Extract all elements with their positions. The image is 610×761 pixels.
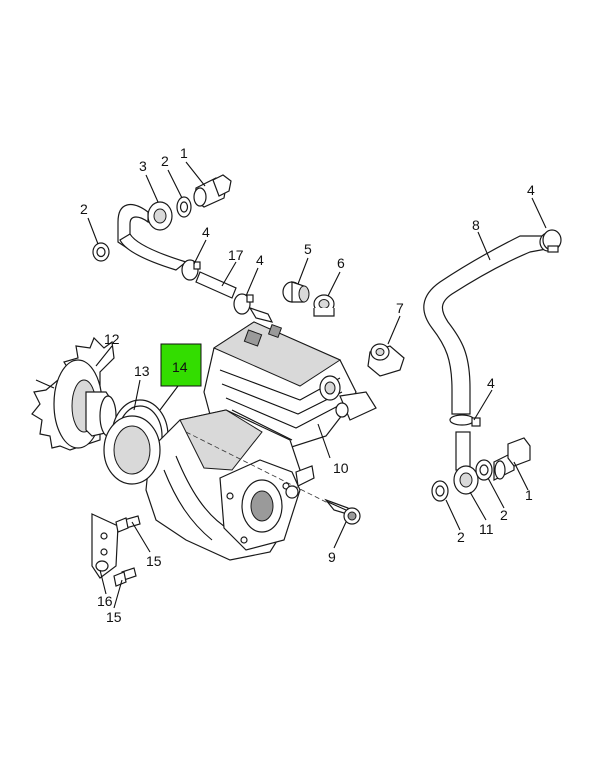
leader-lines [87, 161, 547, 609]
hose-clamp-b [233, 293, 254, 315]
bolt-9 [324, 498, 361, 525]
hose-clamp-a [181, 259, 201, 281]
washer-right-left [431, 480, 449, 502]
banjo-fitting-11 [453, 431, 479, 495]
callout-labels: 1 2 3 2 4 17 4 5 6 4 8 7 12 13 14 4 10 1… [80, 145, 535, 625]
callout-15-a: 15 [146, 553, 162, 569]
highlight-box-14 [160, 343, 202, 387]
alignment-line [185, 431, 339, 509]
callout-2-bottom: 2 [457, 529, 465, 545]
bolt-15-b [113, 567, 137, 587]
hose-clamp-top-right [542, 229, 562, 253]
callout-16: 16 [97, 593, 113, 609]
callout-11: 11 [479, 521, 494, 537]
callout-14: 14 [172, 359, 188, 375]
hose-17 [195, 271, 237, 299]
callout-17: 17 [228, 247, 244, 263]
callout-2-top: 2 [161, 153, 169, 169]
callout-15-b: 15 [106, 609, 122, 625]
bracket-16 [91, 513, 119, 579]
callout-9: 9 [328, 549, 336, 565]
callout-1-top: 1 [180, 145, 188, 161]
callout-3: 3 [139, 158, 147, 174]
callout-13: 13 [134, 363, 150, 379]
callout-4-right-mid: 4 [487, 375, 495, 391]
callout-8: 8 [472, 217, 480, 233]
callout-4-b: 4 [256, 252, 264, 268]
callout-7: 7 [396, 300, 404, 316]
callout-4-a: 4 [202, 224, 210, 240]
callout-2-left: 2 [80, 201, 88, 217]
fitting-6 [313, 294, 335, 317]
callout-5: 5 [304, 241, 312, 257]
callout-4-right-top: 4 [527, 182, 535, 198]
callout-1-right: 1 [525, 487, 533, 503]
washer-right [475, 459, 493, 481]
plug-5 [282, 281, 310, 303]
fitting-7 [367, 343, 405, 377]
hose-end [248, 306, 274, 323]
compressor-10 [103, 321, 377, 561]
callout-10: 10 [333, 460, 349, 476]
banjo-bolt-top [193, 174, 232, 208]
fuel-tube-upper [119, 233, 188, 271]
callout-6: 6 [337, 255, 345, 271]
callout-12: 12 [104, 331, 120, 347]
callout-2-right: 2 [500, 507, 508, 523]
washer-top [176, 196, 192, 218]
washer-left [92, 242, 110, 262]
banjo-bolt-right [493, 437, 531, 481]
